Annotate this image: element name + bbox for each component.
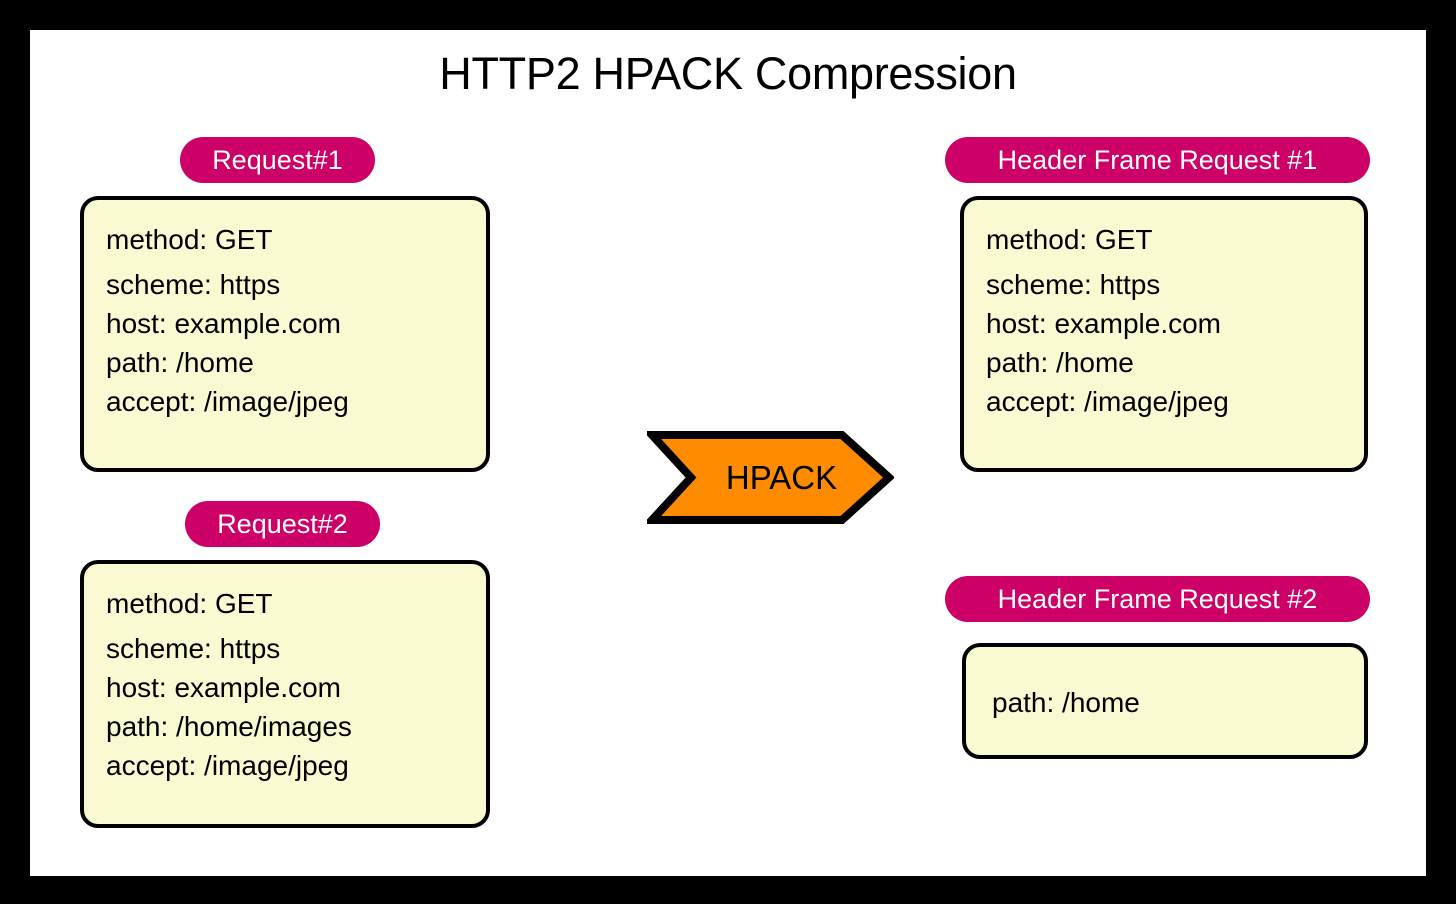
header-line: method: GET xyxy=(106,224,273,255)
header-line: method: GET xyxy=(106,588,273,619)
header-line: path: /home xyxy=(106,347,254,378)
header-list-header-frame-1: method: GET scheme: https host: example.… xyxy=(986,220,1354,421)
header-list-request-2: method: GET scheme: https host: example.… xyxy=(106,584,476,785)
header-line: host: example.com xyxy=(106,308,341,339)
note-box-header-frame-2: path: /home xyxy=(962,643,1368,759)
badge-header-frame-1: Header Frame Request #1 xyxy=(945,137,1370,183)
header-line: scheme: https xyxy=(106,269,281,300)
header-list-request-1: method: GET scheme: https host: example.… xyxy=(106,220,476,421)
note-box-request-1: method: GET scheme: https host: example.… xyxy=(80,196,490,472)
hpack-arrow: HPACK xyxy=(647,430,894,525)
page-title: HTTP2 HPACK Compression xyxy=(439,48,1017,99)
diagram-page: HTTP2 HPACK Compression Request#1 method… xyxy=(30,30,1426,876)
note-box-header-frame-1: method: GET scheme: https host: example.… xyxy=(960,196,1368,472)
header-line: accept: /image/jpeg xyxy=(106,750,349,781)
header-line: scheme: https xyxy=(986,269,1161,300)
header-line: path: /home/images xyxy=(106,711,352,742)
header-line: accept: /image/jpeg xyxy=(986,386,1229,417)
badge-header-frame-2: Header Frame Request #2 xyxy=(945,576,1370,622)
header-line: host: example.com xyxy=(106,672,341,703)
header-line: path: /home xyxy=(992,687,1140,718)
header-list-header-frame-2: path: /home xyxy=(992,683,1354,722)
header-line: path: /home xyxy=(986,347,1134,378)
header-line: scheme: https xyxy=(106,633,281,664)
note-box-request-2: method: GET scheme: https host: example.… xyxy=(80,560,490,828)
badge-request-2: Request#2 xyxy=(185,501,380,547)
badge-request-1: Request#1 xyxy=(180,137,375,183)
header-line: method: GET xyxy=(986,224,1153,255)
header-line: host: example.com xyxy=(986,308,1221,339)
right-chevron-arrow-icon xyxy=(647,431,894,524)
header-line: accept: /image/jpeg xyxy=(106,386,349,417)
